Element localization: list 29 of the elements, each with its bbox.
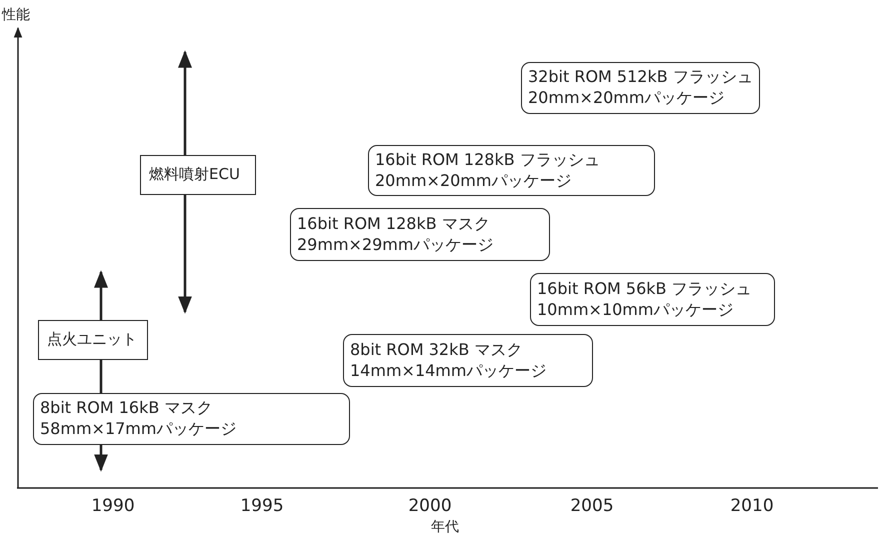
axis-title: 年代	[431, 518, 459, 536]
box-text: 16bit ROM 128kB フラッシュ	[375, 150, 601, 170]
box-text: 14mm×14mmパッケージ	[350, 360, 548, 382]
tick-label: 2000	[408, 496, 452, 516]
tick-label: 2005	[570, 496, 614, 516]
spec-box	[521, 62, 760, 114]
spec-box	[290, 208, 550, 261]
tick-label: 1990	[91, 496, 135, 516]
spec-box	[33, 393, 350, 445]
spec-box	[368, 145, 655, 196]
box-text: 点火ユニット	[47, 330, 138, 350]
box-text: 20mm×20mmパッケージ	[375, 170, 572, 192]
spec-box	[343, 334, 593, 387]
box-text: 32bit ROM 512kB フラッシュ	[528, 67, 753, 88]
tick-label: 1995	[240, 496, 284, 516]
box-text: 20mm×20mmパッケージ	[528, 88, 726, 109]
box-text: 58mm×17mmパッケージ	[40, 419, 238, 440]
box-text: 燃料噴射ECU	[149, 165, 241, 185]
box-text: 10mm×10mmパッケージ	[537, 300, 734, 320]
box-text: 8bit ROM 32kB マスク	[350, 340, 524, 360]
box-text: 8bit ROM 16kB マスク	[40, 398, 214, 419]
spec-box	[530, 273, 775, 326]
axis-title: 性能	[2, 6, 30, 24]
application-box	[38, 320, 148, 360]
application-box	[140, 155, 256, 195]
box-text: 16bit ROM 128kB マスク	[297, 214, 491, 234]
box-text: 29mm×29mmパッケージ	[297, 234, 494, 256]
box-text: 16bit ROM 56kB フラッシュ	[537, 278, 753, 300]
tick-label: 2010	[730, 496, 774, 516]
